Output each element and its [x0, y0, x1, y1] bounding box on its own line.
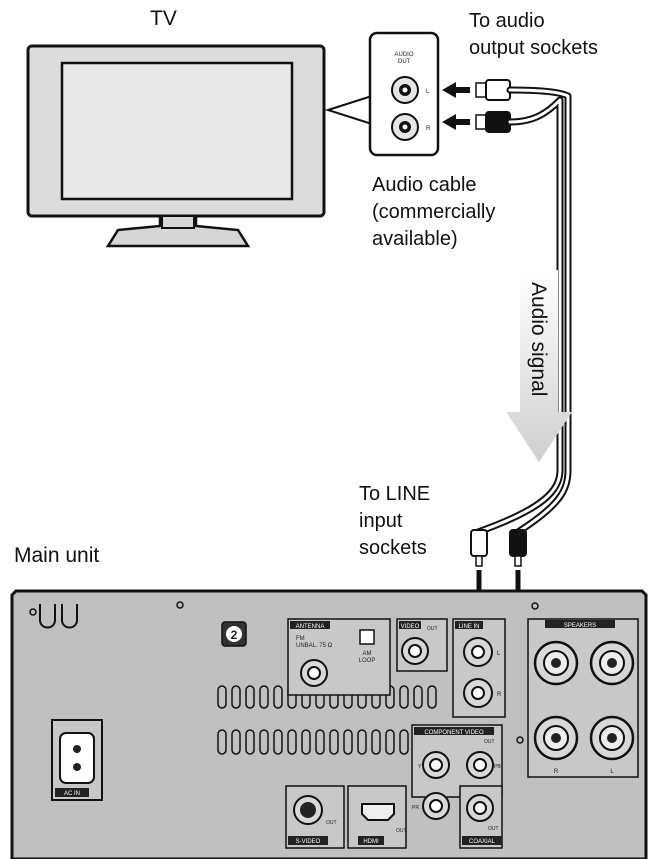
tv-socket-left-label: L: [426, 89, 430, 95]
svideo-out-label: OUT: [326, 820, 337, 826]
component-video-label: COMPONENT VIDEO: [424, 730, 484, 736]
svideo-block: OUT S-VIDEO: [285, 785, 345, 849]
audio-cable-line-3: available): [372, 228, 458, 250]
to-audio-output-line-1: To audio: [469, 10, 545, 32]
to-audio-output-label: To audio output sockets: [469, 8, 598, 62]
tv-socket-right-label: R: [426, 126, 431, 132]
svideo-label: S-VIDEO: [296, 839, 321, 845]
tv-illustration: [26, 44, 326, 248]
tv-end-plugs: [475, 79, 511, 133]
rear-panel-badge: 2: [231, 628, 238, 642]
audio-cable-label: Audio cable (commercially available): [372, 172, 495, 253]
to-audio-output-line-2: output sockets: [469, 37, 598, 59]
hdmi-out-label: OUT: [396, 828, 407, 834]
video-label: VIDEO: [401, 624, 420, 630]
antenna-block: ANTENNA FM UNBAL. 75 Ω AM LOOP: [287, 618, 391, 696]
speaker-r-label: R: [554, 769, 559, 775]
hdmi-label: HDMI: [363, 839, 379, 845]
speaker-l-label: L: [610, 769, 614, 775]
main-unit-end-plugs: [470, 529, 527, 567]
line-in-label: LINE IN: [458, 624, 479, 630]
coaxial-out-label: OUT: [488, 826, 499, 832]
tv-audio-out-heading: AUDIO: [394, 52, 413, 58]
antenna-label: ANTENNA: [296, 624, 325, 630]
line-in-right-label: R: [497, 692, 502, 698]
audio-cable: [474, 86, 572, 536]
to-line-input-line-1: To LINE: [359, 483, 431, 505]
am-loop-label: LOOP: [359, 658, 376, 664]
component-video-block: COMPONENT VIDEO OUT Y PB PR: [411, 724, 503, 820]
hdmi-block: OUT HDMI: [347, 785, 407, 849]
audio-signal-label: Audio signal: [527, 282, 551, 397]
speakers-label: SPEAKERS: [564, 623, 596, 629]
speakers-block: SPEAKERS R L: [527, 618, 639, 778]
tv-audio-socket-callout: AUDIO OUT L R: [324, 31, 440, 157]
coaxial-block: OUT COAXIAL: [459, 785, 503, 849]
to-line-input-line-2: input: [359, 510, 403, 532]
video-out-block: VIDEO OUT: [396, 618, 448, 672]
tv-socket-arrows: [442, 82, 470, 130]
video-out-label: OUT: [427, 626, 438, 632]
line-in-block: LINE IN L R: [452, 618, 506, 718]
ac-in-label: AC IN: [64, 791, 80, 797]
fm-spec-label: UNBAL. 75 Ω: [296, 643, 333, 649]
audio-cable-line-1: Audio cable: [372, 174, 477, 196]
ac-in-block: AC IN: [51, 719, 103, 801]
line-in-left-label: L: [497, 651, 501, 657]
ventilation-slots: [217, 685, 437, 755]
audio-signal-arrow: [506, 270, 572, 462]
main-unit-label: Main unit: [14, 544, 100, 567]
fm-label: FM: [296, 636, 305, 642]
component-pr-label: PR: [412, 805, 419, 811]
audio-cable-line-2: (commercially: [372, 201, 496, 223]
component-y-label: Y: [418, 764, 422, 770]
component-out-label: OUT: [484, 739, 495, 745]
tv-label: TV: [150, 7, 177, 30]
component-pb-label: PB: [494, 764, 501, 770]
to-line-input-line-3: sockets: [359, 537, 427, 559]
tv-audio-out-heading-2: OUT: [398, 59, 411, 65]
main-unit-rear-panel: 2: [10, 589, 648, 859]
coaxial-label: COAXIAL: [469, 839, 496, 845]
to-line-input-label: To LINE input sockets: [359, 481, 430, 562]
am-label: AM: [363, 651, 372, 657]
